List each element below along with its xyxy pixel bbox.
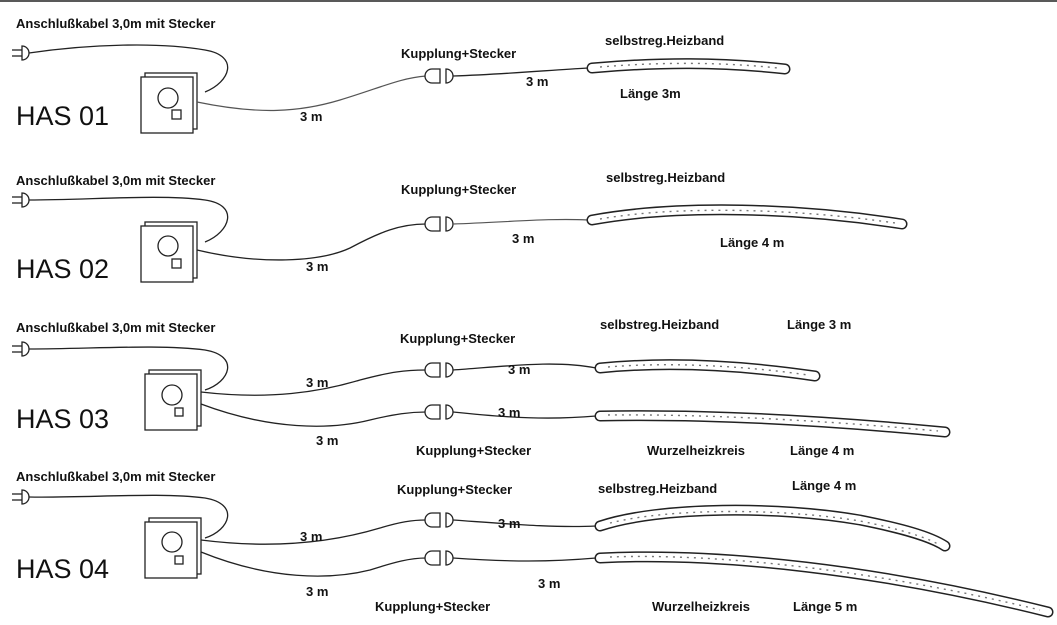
unit-name: HAS 02 — [16, 254, 109, 284]
coupling-label: Kupplung+Stecker — [400, 331, 515, 346]
band-label: selbstreg.Heizband — [600, 317, 719, 332]
mains-plug-icon — [12, 45, 30, 61]
mains-plug-icon — [12, 341, 30, 357]
supply-cable — [28, 196, 229, 243]
band-label: selbstreg.Heizband — [605, 33, 724, 48]
unit-name: HAS 04 — [16, 554, 109, 584]
supply-cable-label: Anschlußkabel 3,0m mit Stecker — [16, 320, 215, 335]
lead-length-label: 3 m — [498, 405, 520, 420]
mains-plug-icon — [12, 489, 30, 505]
band-label: selbstreg.Heizband — [598, 481, 717, 496]
unit-name: HAS 03 — [16, 404, 109, 434]
feed-length-label: 3 m — [316, 433, 338, 448]
band-length-label: Länge 3 m — [787, 317, 851, 332]
unit-has-04: Anschlußkabel 3,0m mit Stecker HAS 04 3 … — [12, 469, 1054, 618]
supply-cable-label: Anschlußkabel 3,0m mit Stecker — [16, 16, 215, 31]
coupling-label: Kupplung+Stecker — [401, 182, 516, 197]
band-label: Wurzelheizkreis — [647, 443, 745, 458]
coupling-label: Kupplung+Stecker — [397, 482, 512, 497]
band-label: selbstreg.Heizband — [606, 170, 725, 185]
coupling-plug-icon — [424, 550, 454, 566]
coupling-plug-icon — [424, 512, 454, 528]
socket-box-icon — [140, 72, 198, 134]
band-length-label: Länge 4 m — [790, 443, 854, 458]
lead-length-label: 3 m — [526, 74, 548, 89]
lead-cable — [452, 519, 597, 528]
mains-plug-icon — [12, 192, 30, 208]
lead-cable — [452, 557, 597, 562]
feed-length-label: 3 m — [306, 259, 328, 274]
coupling-label: Kupplung+Stecker — [401, 46, 516, 61]
supply-cable — [28, 346, 229, 391]
feed-cable — [200, 519, 427, 545]
feed-cable — [200, 551, 427, 577]
feed-cable — [196, 223, 427, 261]
feed-length-label: 3 m — [300, 109, 322, 124]
feed-cable — [200, 369, 427, 396]
lead-length-label: 3 m — [538, 576, 560, 591]
coupling-plug-icon — [424, 216, 454, 232]
coupling-label: Kupplung+Stecker — [416, 443, 531, 458]
unit-name: HAS 01 — [16, 101, 109, 131]
lead-cable — [452, 363, 597, 371]
coupling-plug-icon — [424, 68, 454, 84]
lead-cable — [452, 218, 589, 225]
supply-cable — [28, 44, 229, 93]
feed-length-label: 3 m — [306, 375, 328, 390]
band-length-label: Länge 4 m — [792, 478, 856, 493]
band-length-label: Länge 5 m — [793, 599, 857, 614]
coupling-label: Kupplung+Stecker — [375, 599, 490, 614]
supply-cable-label: Anschlußkabel 3,0m mit Stecker — [16, 173, 215, 188]
lead-length-label: 3 m — [498, 516, 520, 531]
coupling-plug-icon — [424, 362, 454, 378]
lead-cable — [452, 411, 597, 419]
unit-has-02: Anschlußkabel 3,0m mit Stecker HAS 02 3 … — [12, 170, 908, 284]
socket-box-icon — [140, 221, 198, 283]
unit-has-01: Anschlußkabel 3,0m mit Stecker HAS 01 3 … — [12, 16, 791, 134]
feed-length-label: 3 m — [306, 584, 328, 599]
band-label: Wurzelheizkreis — [652, 599, 750, 614]
socket-box-icon — [144, 517, 202, 579]
socket-box-icon — [144, 369, 202, 431]
band-length-label: Länge 3m — [620, 86, 681, 101]
coupling-plug-icon — [424, 404, 454, 420]
feed-cable — [196, 75, 427, 112]
lead-length-label: 3 m — [508, 362, 530, 377]
supply-cable — [28, 494, 229, 539]
supply-cable-label: Anschlußkabel 3,0m mit Stecker — [16, 469, 215, 484]
lead-length-label: 3 m — [512, 231, 534, 246]
feed-length-label: 3 m — [300, 529, 322, 544]
band-length-label: Länge 4 m — [720, 235, 784, 250]
feed-cable — [200, 403, 427, 427]
lead-cable — [452, 67, 589, 77]
unit-has-03: Anschlußkabel 3,0m mit Stecker HAS 03 3 … — [12, 317, 951, 458]
